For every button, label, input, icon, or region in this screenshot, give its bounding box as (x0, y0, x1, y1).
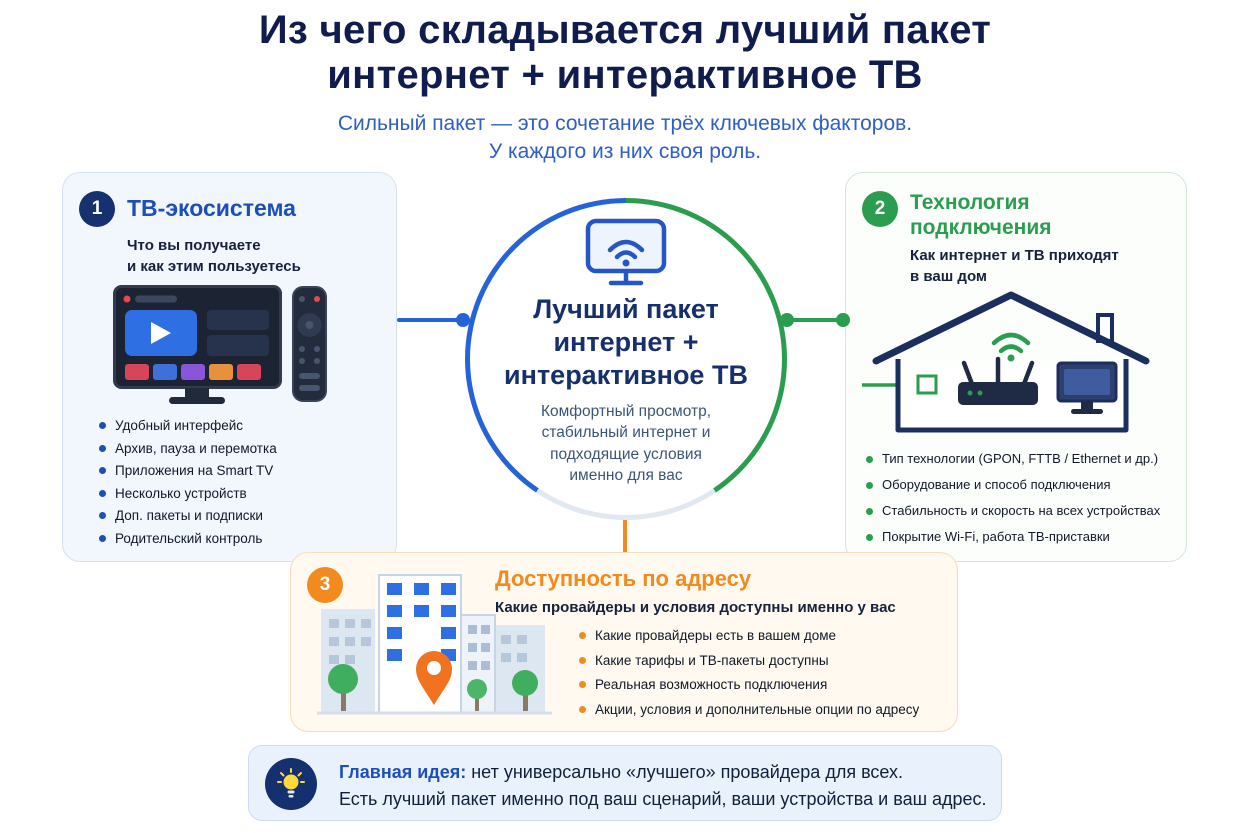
tv-illustration (113, 285, 327, 404)
list-item: Родительский контроль (99, 530, 389, 548)
list-item-label: Какие провайдеры есть в вашем доме (595, 628, 837, 643)
footer-line1-rest: нет универсально «лучшего» провайдера дл… (471, 762, 904, 782)
list-item: Акции, условия и дополнительные опции по… (579, 701, 949, 719)
connector-node (456, 313, 470, 327)
card-number-badge: 1 (79, 191, 115, 227)
bullet-dot (99, 444, 106, 452)
card-tech-subtitle: Как интернет и ТВ приходят в ваш дом (910, 245, 1119, 287)
list-item: Какие провайдеры есть в вашем доме (579, 627, 949, 645)
bullet-dot (866, 533, 873, 541)
bullet-dot (579, 632, 586, 639)
center-title: Лучший пакет интернет + интерактивное ТВ (504, 293, 748, 392)
center-circle-content: Лучший пакет интернет + интерактивное ТВ… (470, 203, 782, 515)
remote-illustration (292, 286, 327, 402)
list-item-label: Какие тарифы и ТВ-пакеты доступны (595, 652, 829, 668)
router-illustration (958, 356, 1038, 405)
list-item: Какие тарифы и ТВ-пакеты доступны (579, 652, 949, 670)
list-item-label: Удобный интерфейс (115, 418, 244, 433)
list-item: Стабильность и скорость на всех устройст… (866, 503, 1178, 520)
card-tv-list: Удобный интерфейс Архив, пауза и перемот… (99, 417, 389, 552)
card-technology: 2 Технология подключения Как интернет и … (845, 172, 1187, 562)
list-item-label: Стабильность и скорость на всех устройст… (882, 502, 1161, 518)
connector-node (836, 313, 850, 327)
house-illustration (862, 291, 1150, 433)
card-tech-title: Технология подключения (910, 191, 1052, 239)
list-item: Тип технологии (GPON, FTTB / Ethernet и … (866, 451, 1178, 468)
list-item-label: Тип технологии (GPON, FTTB / Ethernet и … (882, 451, 1159, 466)
footer-note: Главная идея: нет универсально «лучшего»… (248, 745, 1002, 821)
page-subtitle: Сильный пакет — это сочетание трёх ключе… (0, 110, 1250, 167)
list-item-label: Приложения на Smart TV (115, 463, 274, 479)
card-tv-subtitle-line2: и как этим пользуетесь (127, 258, 301, 275)
bullet-dot (99, 489, 106, 497)
center-title-line3: интерактивное ТВ (504, 359, 748, 390)
bullet-dot (99, 422, 106, 429)
building-illustration (317, 574, 552, 715)
connector-left (397, 318, 463, 322)
list-item: Покрытие Wi-Fi, работа ТВ-приставки (866, 529, 1178, 546)
wifi-tv-icon (585, 218, 667, 286)
lightbulb-icon (277, 768, 305, 798)
card-tv-ecosystem: 1 ТВ-экосистема Что вы получаете и как э… (62, 172, 397, 562)
bullet-dot (866, 481, 873, 489)
connector-bottom (623, 506, 627, 553)
lightbulb-badge (265, 758, 317, 810)
list-item: Реальная возможность подключения (579, 676, 949, 694)
bullet-dot (99, 512, 106, 520)
center-title-line2: интернет + (553, 326, 699, 357)
connector-right (787, 318, 845, 322)
list-item: Несколько устройств (99, 485, 389, 503)
card-tech-list: Тип технологии (GPON, FTTB / Ethernet и … (866, 451, 1178, 555)
list-item: Архив, пауза и перемотка (99, 440, 389, 458)
play-icon (151, 322, 171, 344)
page-title-line1: Из чего складывается лучший пакет (258, 8, 992, 52)
card-address-list: Какие провайдеры есть в вашем доме Какие… (579, 627, 949, 725)
card-tech-subtitle-line2: в ваш дом (910, 268, 988, 285)
card-address-subtitle: Какие провайдеры и условия доступны имен… (495, 599, 896, 616)
list-item-label: Реальная возможность подключения (595, 677, 828, 693)
page-subtitle-line1: Сильный пакет — это сочетание трёх ключе… (337, 112, 913, 135)
location-pin-icon (416, 651, 452, 705)
bullet-dot (99, 467, 106, 475)
list-item-label: Покрытие Wi-Fi, работа ТВ-приставки (882, 528, 1110, 544)
bullet-dot (866, 507, 873, 515)
bullet-dot (866, 456, 873, 463)
bullet-dot (579, 705, 586, 713)
card-address: 3 Доступность (290, 552, 958, 732)
list-item-label: Архив, пауза и перемотка (115, 440, 277, 456)
center-title-line1: Лучший пакет (533, 294, 719, 324)
footer-text: Главная идея: нет универсально «лучшего»… (339, 759, 987, 813)
list-item-label: Родительский контроль (115, 530, 263, 546)
list-item-label: Несколько устройств (115, 485, 247, 501)
page-title: Из чего складывается лучший пакет интерн… (0, 8, 1250, 98)
connector-node (780, 313, 794, 327)
card-tv-title: ТВ-экосистема (127, 195, 296, 221)
bullet-dot (99, 534, 106, 542)
list-item-label: Доп. пакеты и подписки (115, 508, 263, 524)
card-tv-subtitle-line1: Что вы получаете (127, 237, 261, 254)
page-subtitle-line2: У каждого из них своя роль. (488, 140, 762, 164)
wifi-icon (991, 332, 1031, 362)
list-item: Доп. пакеты и подписки (99, 507, 389, 525)
card-address-title: Доступность по адресу (495, 566, 752, 591)
bullet-dot (579, 656, 586, 664)
center-circle: Лучший пакет интернет + интерактивное ТВ… (465, 198, 787, 520)
list-item: Оборудование и способ подключения (866, 477, 1178, 494)
footer-line2: Есть лучший пакет именно под ваш сценари… (339, 789, 987, 809)
footer-lead: Главная идея: (339, 762, 467, 782)
list-item: Удобный интерфейс (99, 417, 389, 435)
tv-set-illustration (1056, 361, 1118, 414)
list-item-label: Акции, условия и дополнительные опции по… (595, 701, 920, 717)
card-number-badge: 3 (307, 567, 343, 603)
card-number-badge: 2 (862, 191, 898, 227)
bullet-dot (579, 681, 586, 689)
card-tv-subtitle: Что вы получаете и как этим пользуетесь (127, 235, 301, 277)
ont-box (916, 374, 938, 395)
list-item: Приложения на Smart TV (99, 462, 389, 480)
center-description: Комфортный просмотр, стабильный интернет… (540, 402, 712, 484)
list-item-label: Оборудование и способ подключения (882, 476, 1111, 492)
page-title-line2: интернет + интерактивное ТВ (327, 53, 923, 98)
card-tech-subtitle-line1: Как интернет и ТВ приходят (910, 247, 1119, 264)
footer-line1: Главная идея: нет универсально «лучшего»… (339, 759, 987, 786)
